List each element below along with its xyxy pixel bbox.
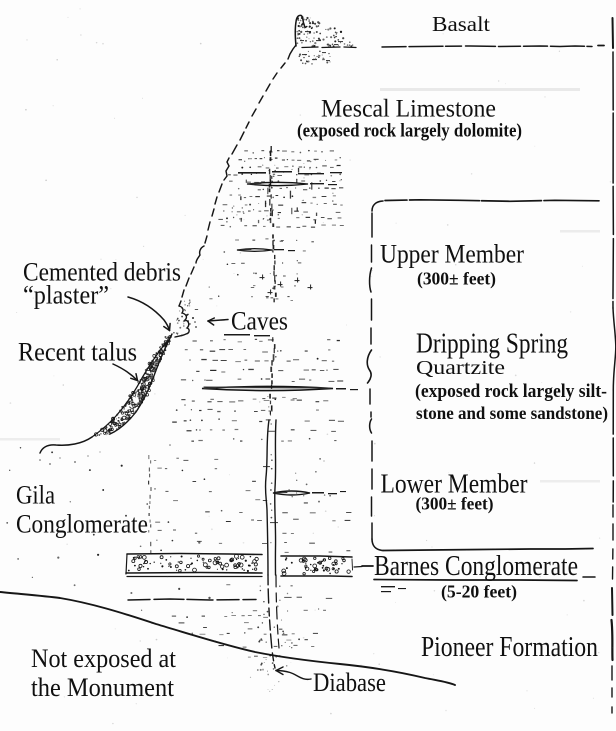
svg-text:(300± feet): (300± feet) (417, 269, 496, 290)
svg-text:(exposed rock largely dolomite: (exposed rock largely dolomite) (297, 121, 522, 142)
svg-text:Gila: Gila (16, 481, 55, 510)
svg-text:stone and some sandstone): stone and some sandstone) (416, 403, 608, 424)
svg-text:(5-20 feet): (5-20 feet) (441, 582, 517, 603)
svg-text:the Monument: the Monument (31, 673, 175, 702)
svg-text:Diabase: Diabase (313, 668, 386, 697)
svg-text:Caves: Caves (231, 307, 288, 336)
svg-text:Conglomerate: Conglomerate (16, 510, 148, 539)
svg-text:Basalt: Basalt (432, 12, 490, 36)
svg-text:Recent talus: Recent talus (18, 338, 137, 367)
svg-text:(exposed rock largely silt-: (exposed rock largely silt- (415, 381, 607, 402)
svg-text:“plaster”: “plaster” (23, 281, 109, 310)
svg-text:Pioneer Formation: Pioneer Formation (421, 632, 598, 663)
svg-text:Barnes Conglomerate: Barnes Conglomerate (374, 550, 578, 582)
svg-text:Dripping Spring: Dripping Spring (416, 328, 568, 359)
svg-text:Mescal Limestone: Mescal Limestone (321, 96, 496, 123)
svg-text:Cemented debris: Cemented debris (23, 258, 181, 287)
svg-text:Quartzite: Quartzite (416, 357, 505, 379)
svg-text:Lower Member: Lower Member (381, 469, 528, 499)
svg-text:Upper Member: Upper Member (380, 240, 524, 269)
svg-text:Not exposed at: Not exposed at (31, 644, 177, 673)
svg-text:(300± feet): (300± feet) (416, 494, 494, 515)
